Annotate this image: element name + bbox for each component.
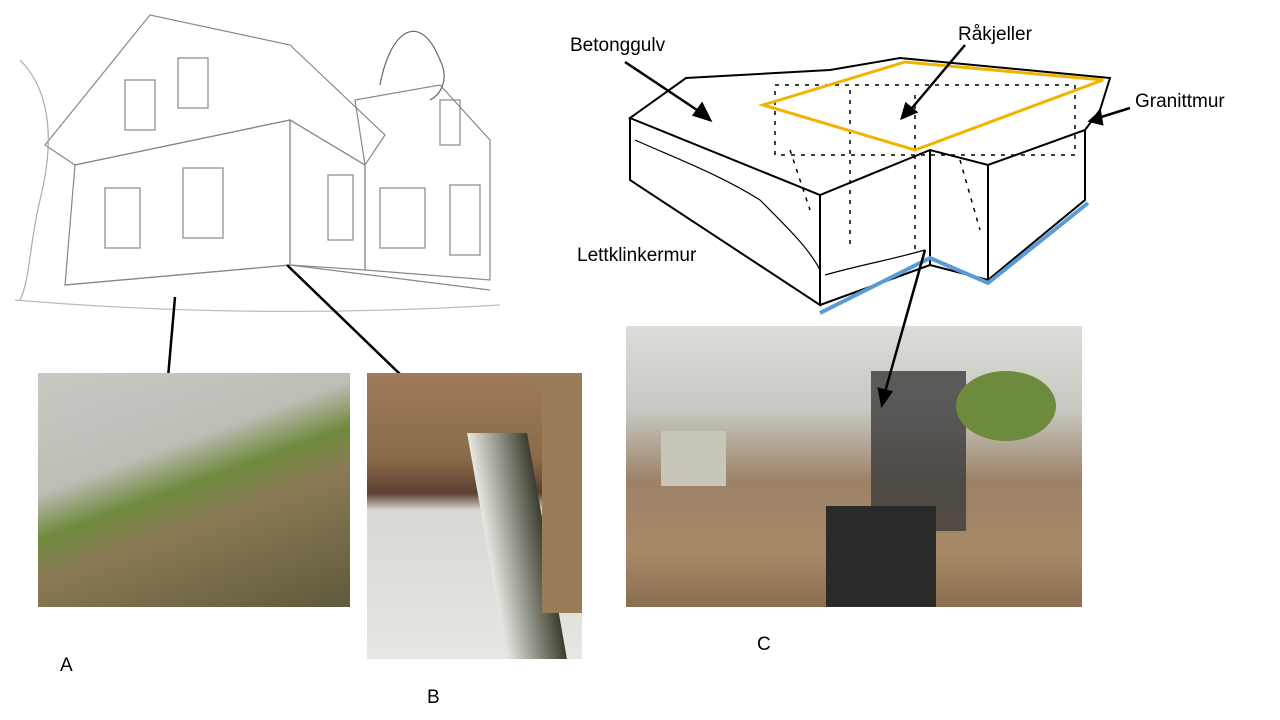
blue-edge-lines (819, 201, 1090, 315)
label-rakjeller: Råkjeller (958, 24, 1032, 45)
photo-c-excavated-foundation (626, 326, 1082, 607)
label-betonggulv: Betonggulv (570, 35, 666, 56)
rakjeller-outline (757, 60, 1104, 152)
label-photo-c: C (757, 634, 771, 655)
photo-a-foundation-grass (38, 373, 350, 607)
label-photo-b: B (427, 687, 440, 708)
label-lettklinkermur: Lettklinkermur (577, 245, 697, 266)
photo-b-wood-corner (367, 373, 582, 659)
label-granittmur: Granittmur (1135, 91, 1225, 112)
label-photo-a: A (60, 655, 73, 676)
